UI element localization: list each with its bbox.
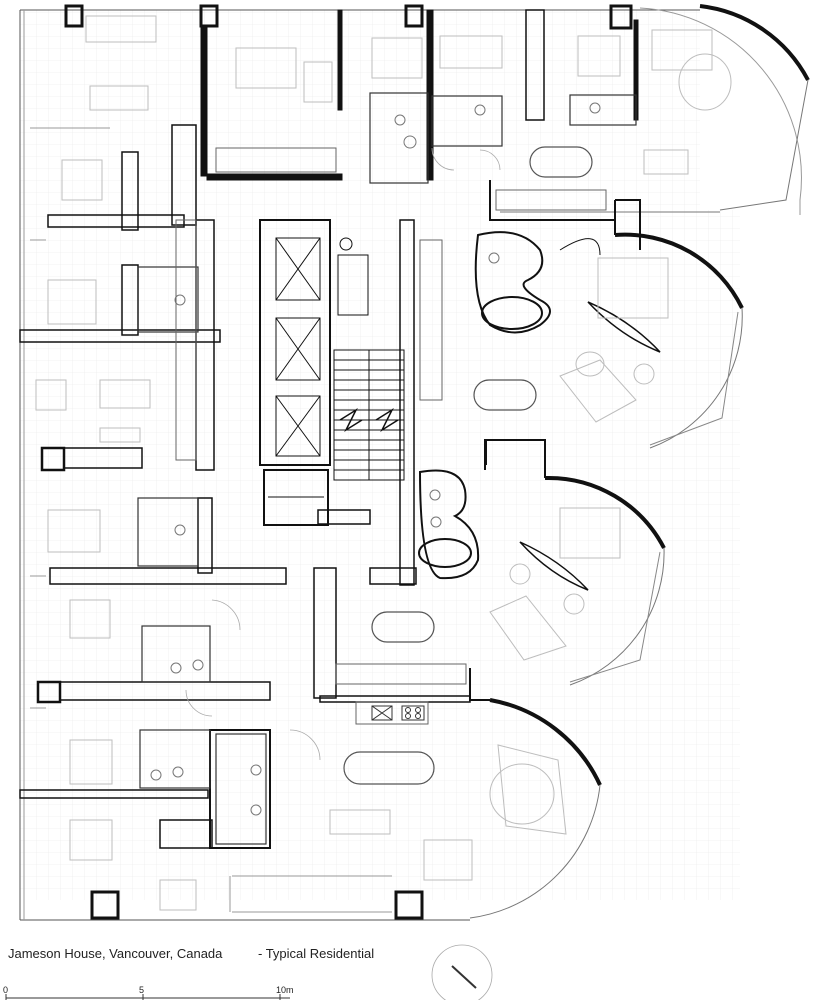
facade-windows	[30, 127, 392, 913]
scale-tick-5: 5	[139, 985, 145, 995]
scale-tick-0: 0	[3, 985, 9, 995]
plan-type-caption: - Typical Residential	[258, 946, 375, 961]
curved-bay-1	[500, 4, 810, 215]
bath-pod-upper	[474, 231, 601, 334]
floor-paving	[20, 10, 740, 900]
cooktop-icon	[401, 705, 425, 721]
furniture	[35, 15, 732, 911]
north-arrow-icon	[431, 944, 493, 1000]
scale-tick-10: 10m	[276, 985, 294, 995]
elevator-core	[259, 219, 369, 526]
sink-icon	[371, 705, 393, 721]
lens-partitions	[519, 301, 661, 591]
elevator-icon	[275, 237, 321, 457]
project-caption: Jameson House, Vancouver, Canada	[8, 946, 223, 961]
scale-bar	[5, 994, 290, 1000]
door-swings	[185, 147, 501, 761]
bathrooms	[137, 92, 637, 845]
stair-icon	[317, 349, 405, 525]
walls	[19, 4, 639, 920]
curved-bay-2	[614, 199, 744, 449]
dining-tables	[343, 146, 593, 785]
kitchen-counters	[175, 147, 607, 725]
bath-pod-lower	[418, 469, 480, 580]
exterior-outline	[19, 9, 700, 921]
